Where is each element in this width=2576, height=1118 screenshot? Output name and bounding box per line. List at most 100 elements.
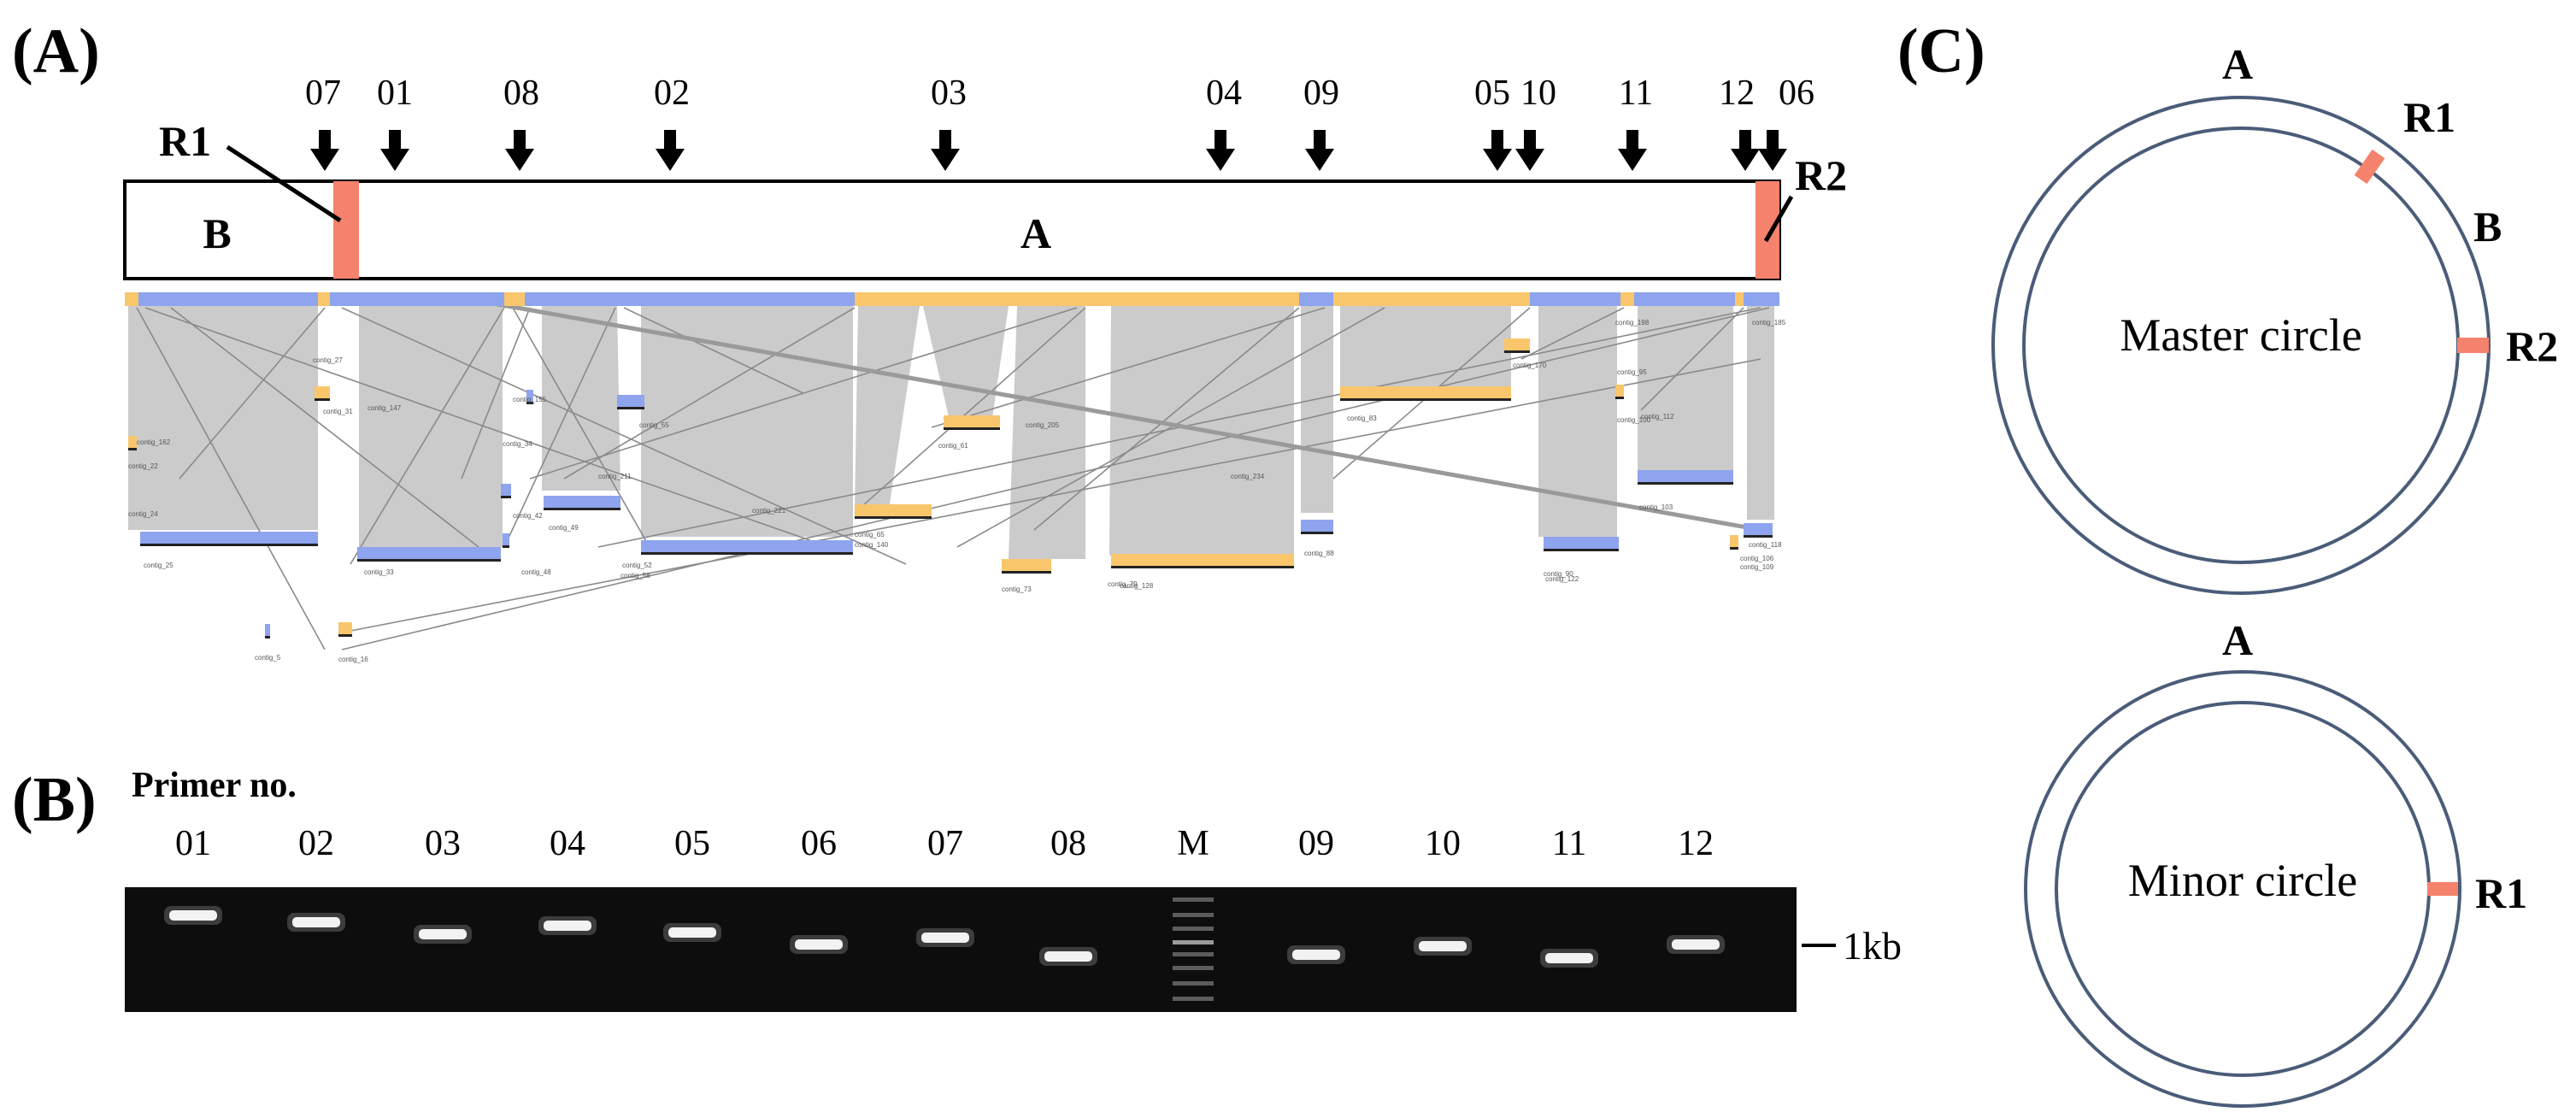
contig-name-label: contig_162 (137, 438, 171, 446)
reference-contig-segment (1735, 292, 1744, 306)
reference-contig-segment (344, 292, 504, 306)
minor-circle-diagram: A R1 Minor circle (2024, 616, 2527, 1108)
gel-lane-label: 09 (1298, 824, 1334, 863)
primer-label: 07 (305, 74, 341, 113)
primer-arrow-shaft (1214, 130, 1226, 150)
reference-contig-segment (1744, 292, 1761, 306)
marker-size-label: 1kb (1843, 924, 1902, 968)
contig-name-label: contig_73 (1002, 585, 1032, 593)
alignment-block (359, 306, 503, 547)
alignment-link (341, 307, 1770, 650)
minor-outer-ring (2024, 670, 2461, 1108)
contig-bar (1638, 470, 1733, 482)
reference-contig-segment (504, 292, 525, 306)
primer-label: 06 (1779, 74, 1814, 113)
alignment-link (956, 307, 1385, 548)
contig-name-label: contig_16 (338, 656, 368, 663)
gel-lane-label: 02 (298, 824, 334, 863)
gel-band (921, 933, 969, 943)
contig-name-label: contig_185 (1752, 319, 1786, 327)
primer-arrow-shaft (514, 130, 526, 150)
alignment-block (855, 306, 920, 509)
gel-lane-label: M (1177, 824, 1209, 863)
contig-bar (1504, 338, 1530, 350)
alignment-link (170, 307, 479, 548)
gel-band (668, 927, 716, 938)
contig-bar (315, 386, 330, 398)
contig-underline (544, 508, 620, 510)
primer-arrow-shaft (319, 130, 331, 150)
contig-bar (338, 622, 352, 634)
contig-bar (357, 547, 501, 559)
contig-name-label: contig_55 (639, 421, 669, 429)
alignment-block (1747, 306, 1774, 520)
reference-contig-segment (1530, 292, 1538, 306)
alignment-link (350, 307, 505, 565)
reference-contig-segment (1538, 292, 1620, 306)
alignment-link (136, 307, 326, 650)
gel-lane-label: 05 (674, 824, 710, 863)
reference-contig-segment (533, 292, 620, 306)
primer-arrow-head (931, 149, 960, 171)
gel-band (292, 917, 340, 927)
alignment-link (563, 307, 856, 480)
primer-label: 04 (1206, 74, 1242, 113)
contig-underline (501, 496, 511, 498)
contig-underline (1301, 532, 1333, 534)
ladder-band (1173, 913, 1214, 917)
alignment-link (1033, 307, 1300, 531)
minor-r1-label: R1 (2475, 869, 2527, 917)
primer-arrow-shaft (1314, 130, 1326, 150)
contig-name-label: contig_205 (1026, 421, 1060, 429)
ladder-band (1173, 940, 1214, 944)
primer-label: 10 (1520, 74, 1556, 113)
contig-name-label: contig_65 (855, 531, 885, 538)
primer-label: 08 (503, 74, 539, 113)
primer-arrow-head (380, 149, 409, 171)
alignment-link (623, 307, 804, 394)
contig-underline (1111, 566, 1294, 568)
contig-name-label: contig_22 (128, 462, 158, 470)
genome-bar (123, 179, 1781, 280)
primer-arrow-head (1483, 149, 1512, 171)
alignment-link (461, 307, 531, 480)
alignment-link (144, 307, 830, 548)
contig-name-label: contig_147 (368, 404, 402, 412)
gel-lane-label: 11 (1552, 824, 1586, 863)
contig-name-label: contig_48 (521, 568, 551, 576)
alignment-block (1538, 306, 1617, 537)
contig-bar (501, 484, 511, 496)
contig-name-label: contig_118 (1749, 541, 1782, 549)
contig-underline (128, 448, 137, 450)
primer-arrow-head (656, 149, 685, 171)
contig-bar (1301, 520, 1333, 532)
panel-b-letter: (B) (12, 765, 97, 835)
reference-contig-segment (318, 292, 330, 306)
gel-lane-label: 03 (425, 824, 461, 863)
primer-arrow-head (1515, 149, 1544, 171)
reference-contig-segment (525, 292, 533, 306)
panel-a-letter: (A) (12, 16, 100, 86)
gel-band (1419, 941, 1467, 951)
contig-name-label: contig_234 (1231, 473, 1265, 480)
primer-label: 02 (654, 74, 690, 113)
contig-underline (1504, 350, 1530, 353)
primer-label: 09 (1303, 74, 1339, 113)
primer-arrow-head (1206, 149, 1235, 171)
primer-arrows (310, 130, 1787, 171)
ladder-band (1173, 952, 1214, 956)
contig-name-label: contig_140 (855, 541, 889, 549)
contig-name-label: contig_128 (1120, 582, 1154, 590)
contig-underline (1615, 397, 1624, 399)
repeat-r1-block (333, 181, 359, 279)
contig-underline (617, 407, 644, 409)
region-a-label: A (1020, 209, 1051, 257)
contig-underline (526, 402, 533, 404)
primer-label: 03 (931, 74, 967, 113)
alignment-link (529, 307, 1078, 480)
master-r1-mark (2354, 149, 2385, 185)
alignment-link (1520, 307, 1625, 360)
alignment-link (931, 307, 1326, 428)
alignment-block (1638, 306, 1733, 472)
